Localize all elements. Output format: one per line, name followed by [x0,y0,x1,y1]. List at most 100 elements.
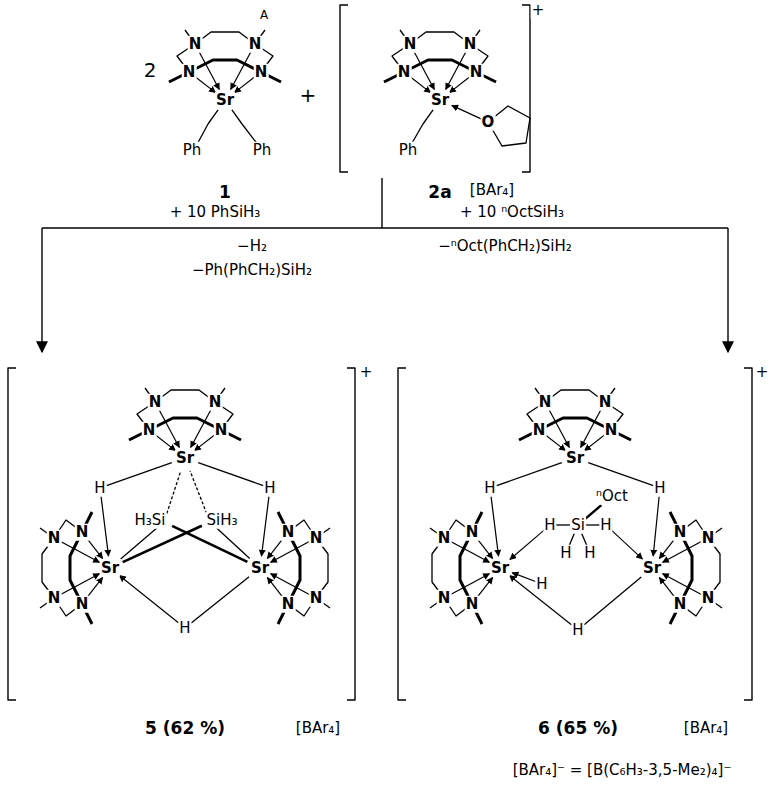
dative-bond [86,538,102,559]
atom-label: N [254,64,269,81]
dative-bond [663,574,702,595]
reagent-text: [BAr₄] [683,720,729,737]
atom-label: H [599,517,612,534]
dative-bond [191,408,212,447]
reagent-text: + 10 ⁿOctSiH₃ [459,204,565,221]
atom-label: Ph [398,142,419,159]
atom-label: H [653,480,666,497]
bond-line [191,577,249,623]
bracket [340,5,348,172]
atom-label: N [701,530,716,547]
atom-label: N [673,596,688,613]
atom-label: N [465,524,480,541]
atom-label: Sr [100,560,120,577]
atom-label: N [309,590,324,607]
atom-label: N [403,36,418,53]
dative-bond [410,76,431,92]
dative-bond [60,574,99,595]
bond-line [208,110,218,124]
stoichiometry-text: + [299,84,318,106]
atom-label: N [142,422,157,439]
atom-label: H [535,576,548,593]
atom-label: Sr [490,560,510,577]
atom-label: N [47,530,62,547]
annotation-text: A [259,9,269,22]
bracket [398,368,406,700]
dative-bond [231,50,252,89]
dative-bond [271,541,310,562]
bond-line [509,575,571,625]
atom-label: N [437,590,452,607]
atom-label: ⁿOct [595,488,629,505]
compound-number: 2a [427,183,452,202]
atom-label: N [75,596,90,613]
bond-line [123,526,202,562]
atom-label: N [701,590,716,607]
bond-layer [8,5,752,700]
dative-bond [450,574,489,595]
ring-bond [545,390,605,402]
ring-bond [680,532,692,604]
atom-label: Ph [252,142,273,159]
bracket [347,368,355,700]
atom-label: H [483,480,496,497]
ring-bond [155,390,215,402]
ring-bond [288,532,300,604]
reagent-text: −Ph(PhCH₂)SiH₂ [191,262,313,279]
atom-label: N [47,590,62,607]
dative-bond [271,574,310,595]
dative-bond [194,434,215,450]
ring-bond [149,418,221,430]
bracket [8,368,16,700]
ring-bond [189,60,261,72]
dative-bond [449,76,470,92]
bond-line [586,524,600,525]
atom-label: N [182,64,197,81]
atom-label: N [148,394,163,411]
atom-label: H [93,480,106,497]
dative-bond [198,50,219,89]
atom-label: Sr [565,450,585,467]
dative-bond [476,538,492,559]
atom-label: H [583,545,596,562]
reagent-text: [BAr₄] [295,720,341,737]
bond-line [217,528,250,558]
atom-label: H₃Si [134,512,167,529]
reagent-text: −H₂ [236,238,268,255]
dative-bond [267,538,283,559]
ring-bond [410,32,470,44]
ring-bond [404,60,476,72]
bracket [744,368,752,700]
reaction-arrow [42,227,728,228]
bond-line [653,496,659,556]
ring-bond [70,532,82,604]
atom-label: N [75,524,90,541]
atom-label: H [178,620,191,637]
bond-line [510,530,545,560]
atom-label: Sr [215,92,235,109]
dative-bond [581,408,602,447]
bond-line [190,471,207,514]
atom-label: Ph [182,142,203,159]
atom-label: Sr [642,560,662,577]
bond-line [497,463,562,486]
bond-line [261,496,269,556]
atom-label: O [481,114,496,131]
atom-label: + [755,364,770,381]
atom-label: N [188,36,203,53]
atom-label: H [263,480,276,497]
dative-bond [663,541,702,562]
bond-line [491,496,499,556]
bond-line [198,463,263,486]
compound-number: 6 (65 %) [537,719,619,738]
atom-label: N [532,422,547,439]
atom-label: N [309,530,324,547]
atom-label: Sr [430,92,450,109]
dative-bond [548,408,569,447]
dative-bond [659,538,675,559]
reaction-arrow [381,178,382,228]
atom-label: SiH₃ [206,512,239,529]
atom-label: H [571,622,584,639]
